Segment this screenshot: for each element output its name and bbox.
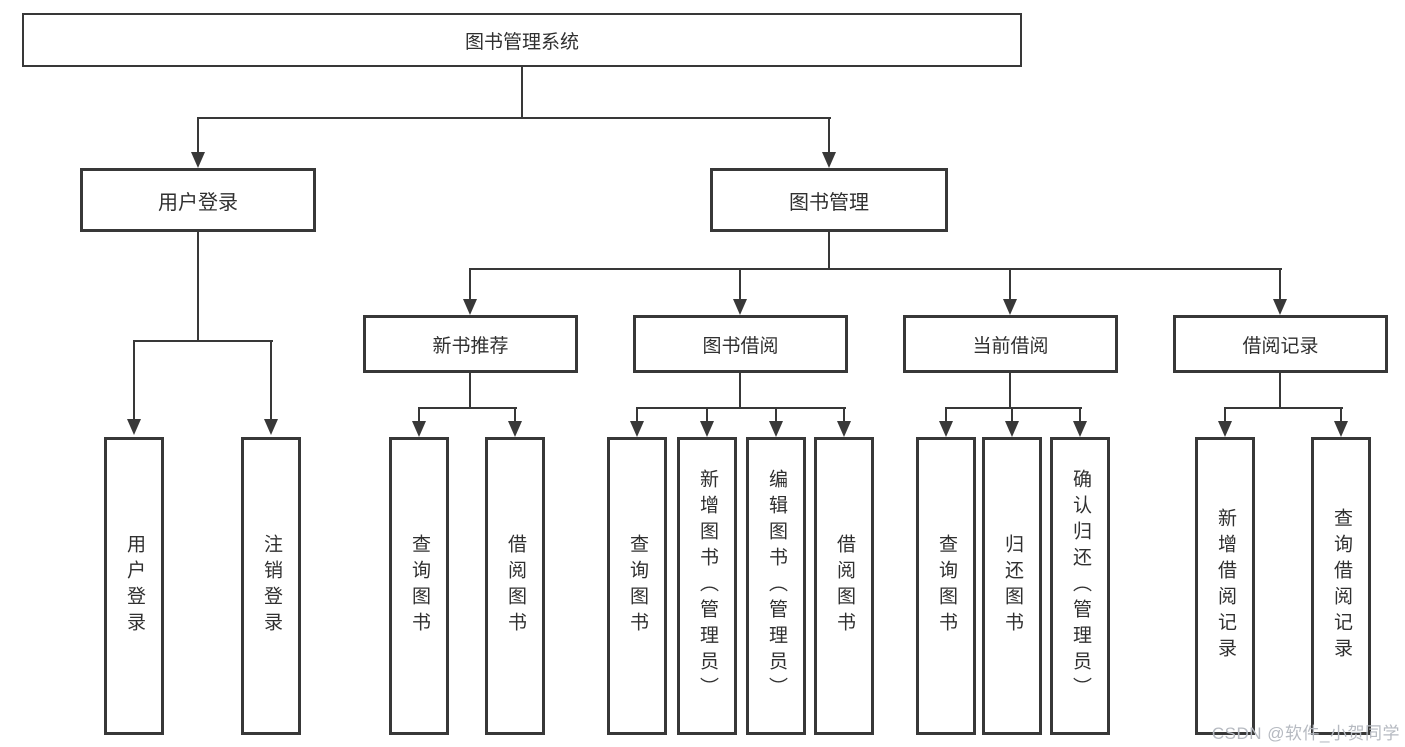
connector-line xyxy=(1009,373,1011,409)
node-label: 查询图书 xyxy=(626,534,648,638)
leaf-add-borrow-record: 新增借阅记录 xyxy=(1195,437,1255,735)
node-label: 借阅记录 xyxy=(1242,335,1319,357)
arrowhead-down-icon xyxy=(412,421,426,437)
connector-line xyxy=(1009,268,1011,301)
connector-line xyxy=(945,407,1082,409)
connector-line xyxy=(739,373,741,409)
arrowhead-down-icon xyxy=(1005,421,1019,437)
leaf-confirm-return-admin: 确认归还（管理员） xyxy=(1050,437,1110,735)
arrowhead-down-icon xyxy=(630,421,644,437)
node-book-management: 图书管理 xyxy=(710,168,948,232)
connector-line xyxy=(197,117,199,154)
connector-line xyxy=(843,407,845,421)
arrowhead-down-icon xyxy=(127,419,141,435)
node-label: 查询借阅记录 xyxy=(1330,508,1352,664)
connector-line xyxy=(1079,407,1081,421)
node-book-borrowing: 图书借阅 xyxy=(633,315,848,373)
connector-line xyxy=(197,117,831,119)
node-current-borrowing: 当前借阅 xyxy=(903,315,1118,373)
connector-line xyxy=(1340,407,1342,421)
connector-line xyxy=(1279,268,1281,301)
node-label: 图书借阅 xyxy=(702,335,779,357)
leaf-return-book: 归还图书 xyxy=(982,437,1042,735)
connector-line xyxy=(418,407,517,409)
connector-line xyxy=(270,340,272,421)
node-label: 新增借阅记录 xyxy=(1214,508,1236,664)
leaf-borrow-books-borrowing: 借阅图书 xyxy=(814,437,874,735)
leaf-query-borrow-record: 查询借阅记录 xyxy=(1311,437,1371,735)
node-label: 借阅图书 xyxy=(504,534,526,638)
connector-line xyxy=(469,268,471,301)
node-label: 查询图书 xyxy=(408,534,430,638)
leaf-logout: 注销登录 xyxy=(241,437,301,735)
connector-line xyxy=(1011,407,1013,421)
connector-line xyxy=(418,407,420,421)
node-label: 归还图书 xyxy=(1001,534,1023,638)
leaf-query-books-borrowing: 查询图书 xyxy=(607,437,667,735)
node-label: 用户登录 xyxy=(123,534,145,638)
arrowhead-down-icon xyxy=(1218,421,1232,437)
node-label: 图书管理系统 xyxy=(464,31,579,53)
arrowhead-down-icon xyxy=(1334,421,1348,437)
connector-line xyxy=(828,230,830,270)
arrowhead-down-icon xyxy=(1073,421,1087,437)
connector-line xyxy=(197,230,199,342)
node-borrowing-records: 借阅记录 xyxy=(1173,315,1388,373)
connector-line xyxy=(133,340,135,421)
connector-line xyxy=(706,407,708,421)
arrowhead-down-icon xyxy=(837,421,851,437)
node-label: 图书管理 xyxy=(789,191,869,214)
leaf-query-books-current: 查询图书 xyxy=(916,437,976,735)
node-label: 新书推荐 xyxy=(432,335,509,357)
node-label: 借阅图书 xyxy=(833,534,855,638)
leaf-edit-book-admin: 编辑图书（管理员） xyxy=(746,437,806,735)
leaf-query-books-recommend: 查询图书 xyxy=(389,437,449,735)
node-label: 当前借阅 xyxy=(972,335,1049,357)
connector-line xyxy=(739,268,741,301)
connector-line xyxy=(521,67,523,119)
node-new-book-recommendation: 新书推荐 xyxy=(363,315,578,373)
watermark: CSDN @软件_小贺同学 xyxy=(1211,724,1400,743)
arrowhead-down-icon xyxy=(733,299,747,315)
node-label: 查询图书 xyxy=(935,534,957,638)
leaf-borrow-books-recommend: 借阅图书 xyxy=(485,437,545,735)
node-library-management-system: 图书管理系统 xyxy=(22,13,1022,67)
arrowhead-down-icon xyxy=(508,421,522,437)
arrowhead-down-icon xyxy=(191,152,205,168)
arrowhead-down-icon xyxy=(1003,299,1017,315)
connector-line xyxy=(1224,407,1226,421)
arrowhead-down-icon xyxy=(939,421,953,437)
connector-line xyxy=(469,268,1282,270)
arrowhead-down-icon xyxy=(1273,299,1287,315)
node-label: 注销登录 xyxy=(260,534,282,638)
connector-line xyxy=(469,373,471,409)
connector-line xyxy=(945,407,947,421)
arrowhead-down-icon xyxy=(822,152,836,168)
leaf-user-login: 用户登录 xyxy=(104,437,164,735)
connector-line xyxy=(636,407,846,409)
arrowhead-down-icon xyxy=(463,299,477,315)
connector-line xyxy=(1279,373,1281,409)
node-label: 新增图书（管理员） xyxy=(696,469,718,703)
arrowhead-down-icon xyxy=(769,421,783,437)
leaf-add-book-admin: 新增图书（管理员） xyxy=(677,437,737,735)
connector-line xyxy=(775,407,777,421)
node-label: 编辑图书（管理员） xyxy=(765,469,787,703)
connector-line xyxy=(133,340,273,342)
node-label: 确认归还（管理员） xyxy=(1069,469,1091,703)
connector-line xyxy=(828,117,830,154)
connector-line xyxy=(514,407,516,421)
connector-line xyxy=(1224,407,1343,409)
connector-line xyxy=(636,407,638,421)
arrowhead-down-icon xyxy=(264,419,278,435)
arrowhead-down-icon xyxy=(700,421,714,437)
node-label: 用户登录 xyxy=(158,191,238,214)
node-user-login: 用户登录 xyxy=(80,168,316,232)
